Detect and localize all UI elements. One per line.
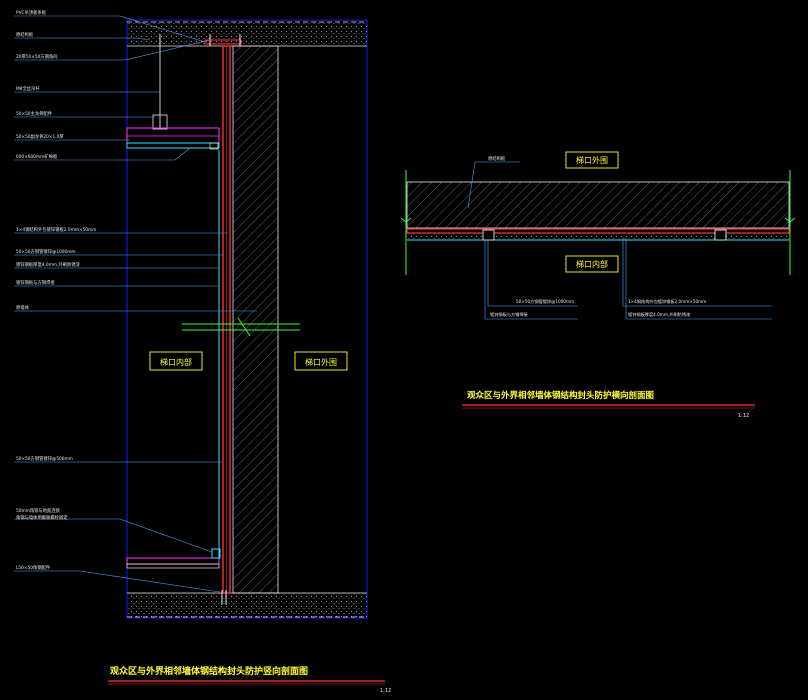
left-section: 梯口内部 梯口外围 PVC吊顶板条板 原结构板 20厚50×50方钢角码 xyxy=(14,9,391,694)
top-leader xyxy=(467,161,520,209)
steel-plate-horizontal xyxy=(406,228,790,234)
label-sub-keel: 50×50副龙骨20×1.0厚 xyxy=(16,133,64,140)
label-plate-right: 镀锌钢板厚度4.0mm,外刷防锈漆 xyxy=(628,311,690,318)
room-tag-outside-text: 梯口外围 xyxy=(305,357,337,367)
label-original-slab-right: 原结构板 xyxy=(488,155,506,162)
label-angle-bracket: 20厚50×50方钢角码 xyxy=(16,53,58,60)
room-tag-inside-text: 梯口内部 xyxy=(160,357,192,367)
label-original-slab: 原结构板 xyxy=(16,31,34,38)
label-square-tube-1000: 50×50方钢管镀锌@1000mm xyxy=(16,248,76,255)
ceiling-panel xyxy=(126,142,220,149)
left-frame xyxy=(126,19,368,619)
right-scale: 1:12 xyxy=(738,413,749,419)
square-tube-1 xyxy=(482,229,495,241)
ceiling-grid xyxy=(126,127,220,144)
room-tag-bottom-text: 梯口内部 xyxy=(576,259,608,269)
right-section: 原结构板 梯口外围 梯口内部 50×50方钢管镀锌@1000mm 镀锌钢板与方钢… xyxy=(400,151,796,419)
right-leaders xyxy=(484,238,772,320)
label-tube-1000-right: 50×50方钢管镀锌@1000mm xyxy=(516,298,574,305)
square-tube-2 xyxy=(714,229,727,241)
label-mineral-board: 600×600mm矿棉板 xyxy=(16,153,58,160)
wall-band xyxy=(406,181,790,229)
room-tag-inside xyxy=(149,351,203,371)
label-expansion-bolt: 角钢与墙体用膨胀螺栓固定 xyxy=(16,514,68,521)
label-pvc-ceiling: PVC吊顶板条板 xyxy=(16,9,47,16)
label-hanger-rod: M8全丝吊杆 xyxy=(16,85,40,92)
label-plate-weld: 镀锌钢板与方钢焊接 xyxy=(16,279,55,286)
bottom-slab xyxy=(127,593,367,617)
left-caption: 观众区与外界相邻墙体钢结构封头防护竖向剖面图 xyxy=(110,665,308,677)
left-leaders xyxy=(14,15,257,593)
room-tag-bottom xyxy=(565,255,619,273)
label-original-wall: 原墙体 xyxy=(16,304,30,311)
room-tag-top-text: 梯口外围 xyxy=(576,155,608,165)
label-steel-wrap-right: 1×4钢结构外包镀锌钢板2.0mm×50mm xyxy=(628,298,706,305)
label-weld-right: 镀锌钢板与方钢焊接 xyxy=(490,311,529,318)
label-square-tube-500: 50×50方钢管镀锌@500mm xyxy=(16,455,73,462)
room-tag-outside xyxy=(294,351,348,371)
label-main-keel: 50×50主龙骨配件 xyxy=(16,110,53,117)
top-slab xyxy=(127,22,367,46)
floor-skirting xyxy=(126,557,220,565)
label-galvanized-plate: 镀锌钢板厚度4.0mm,外刷防锈漆 xyxy=(16,261,81,268)
label-l-angle: L50×50角钢配件 xyxy=(16,564,51,571)
existing-wall xyxy=(232,45,279,594)
label-steel-wrap: 1×4钢结构外包镀锌钢板2.0mm×50mm xyxy=(16,226,96,233)
right-caption: 观众区与外界相邻墙体钢结构封头防护横向剖面图 xyxy=(467,390,654,401)
left-scale: 1:12 xyxy=(380,688,391,694)
room-tag-top xyxy=(565,151,619,169)
label-angle-floor: 50mm角铁与地面连接 xyxy=(16,507,61,514)
